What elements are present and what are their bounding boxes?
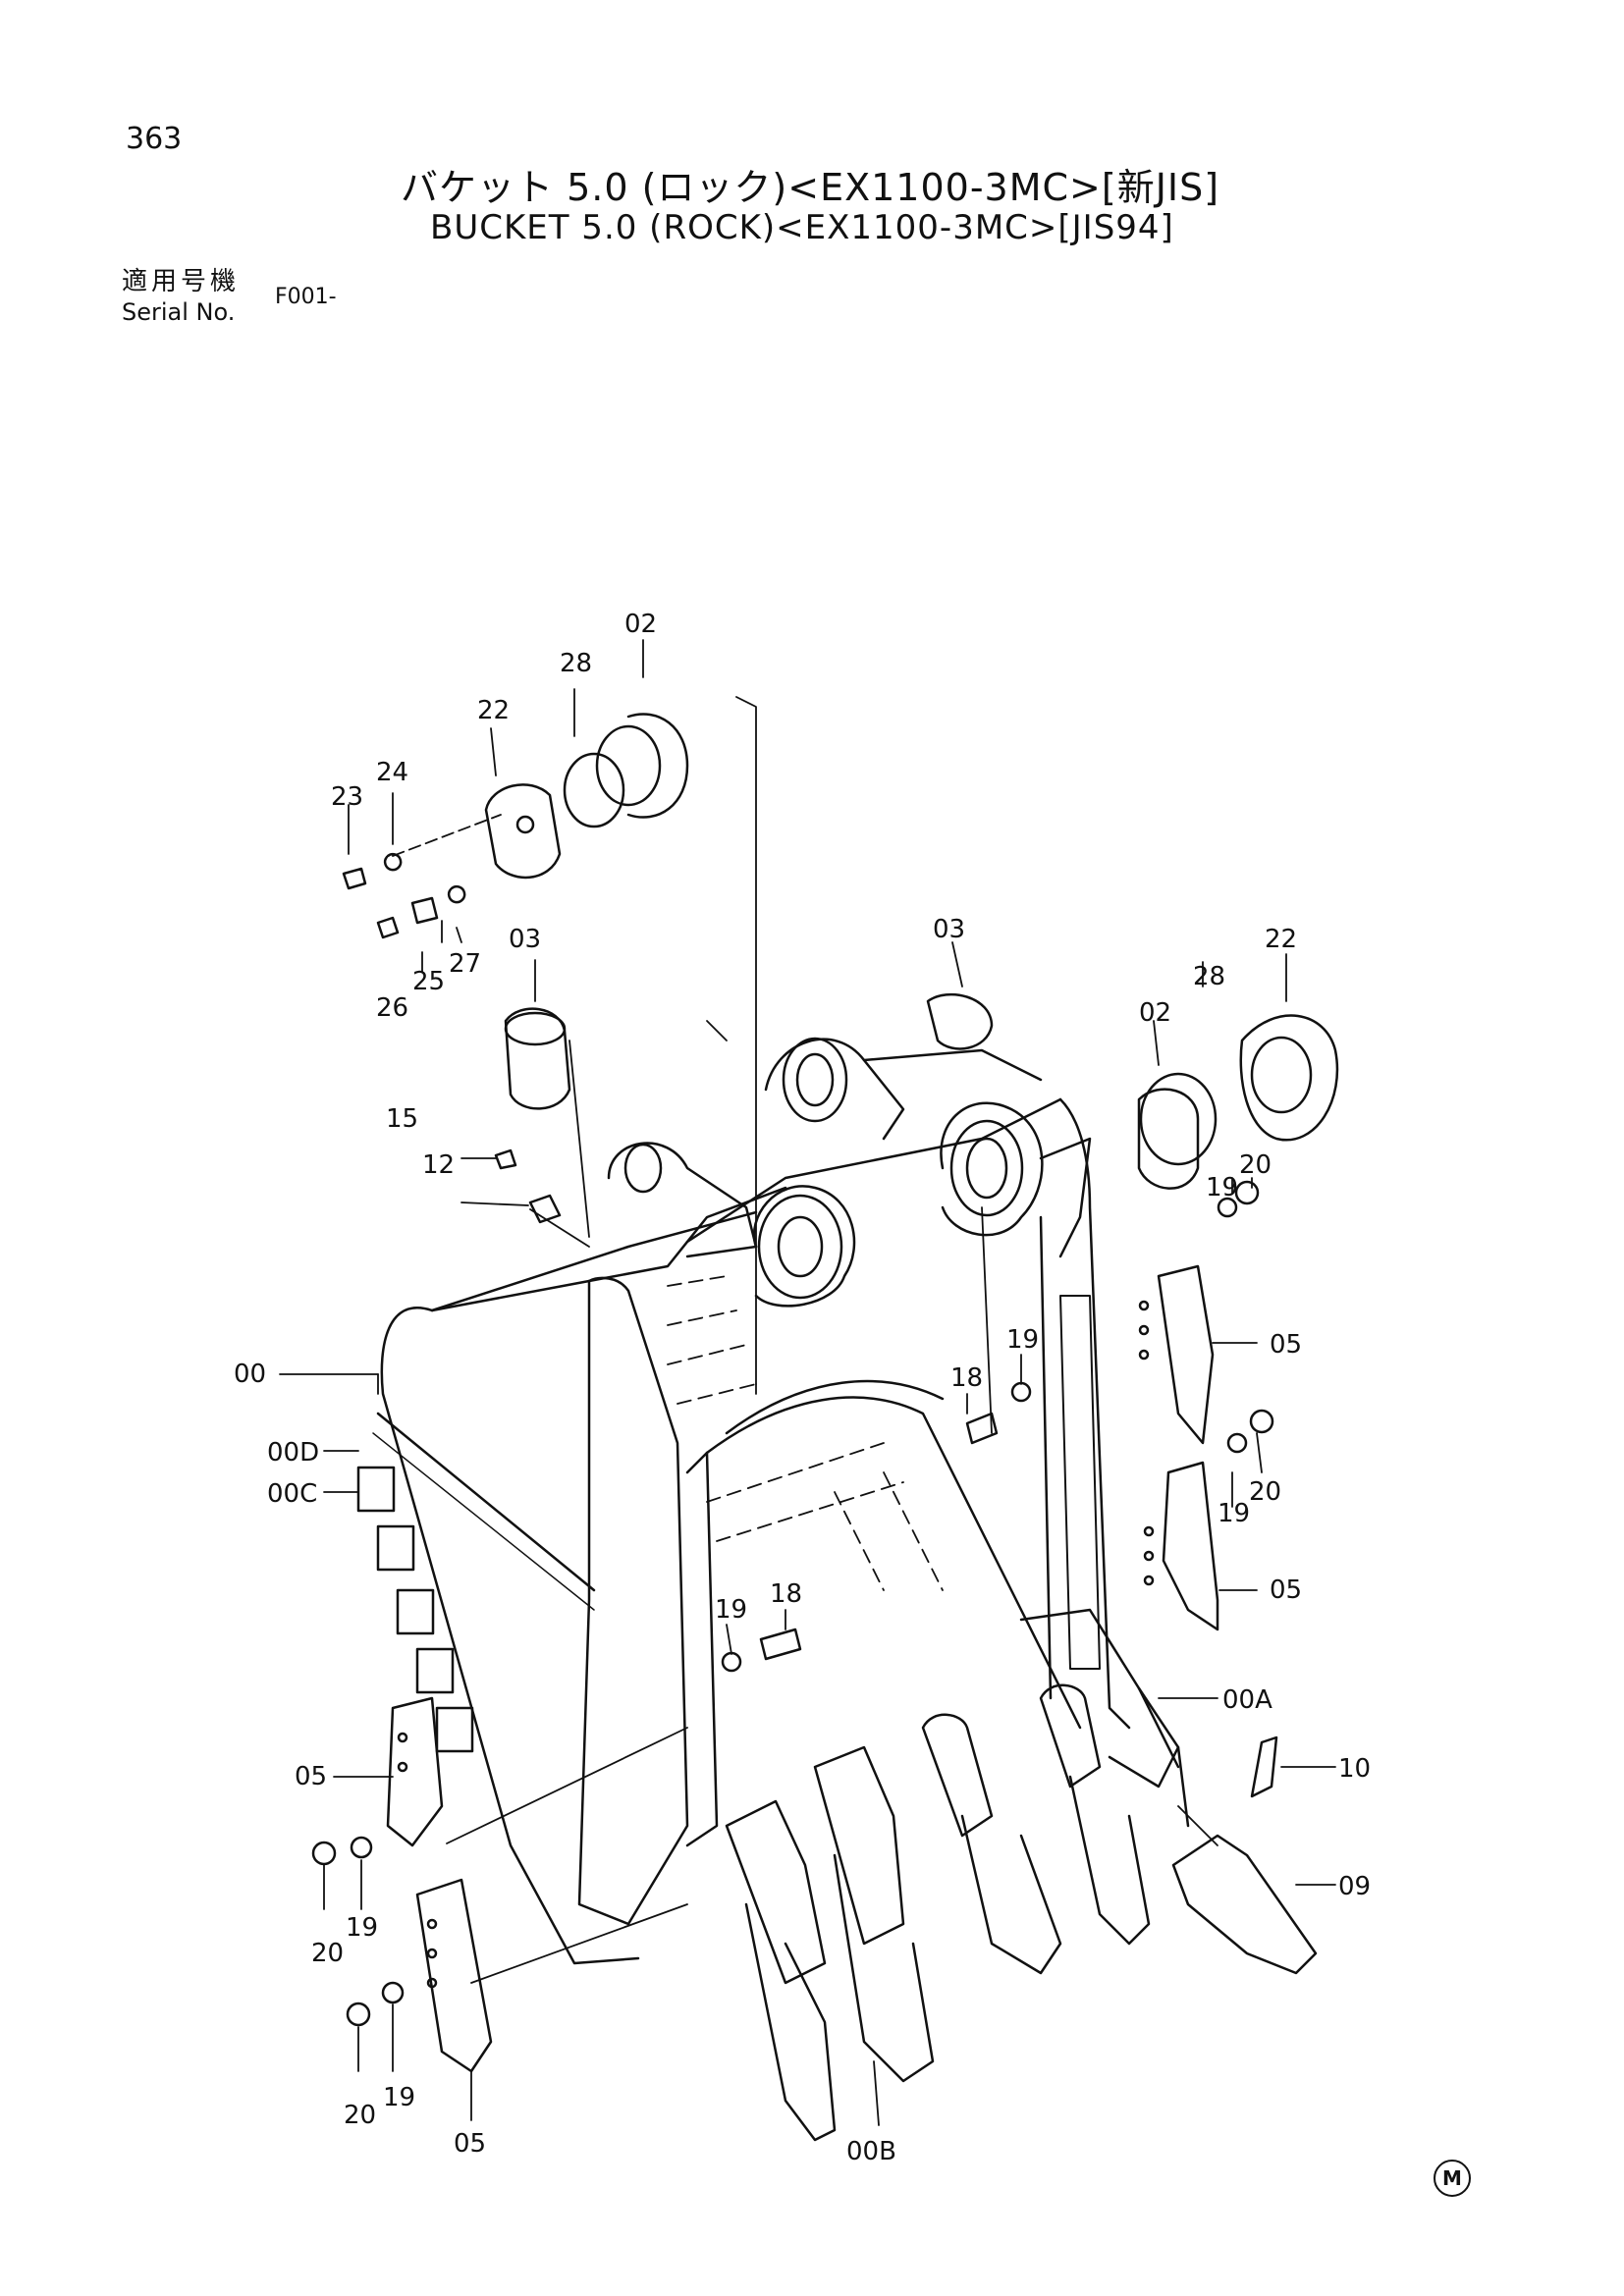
page-number: 363 (126, 122, 183, 156)
title-english: BUCKET 5.0 (ROCK)<EX1100-3MC>[JIS94] (430, 208, 1174, 247)
callout-22: 22 (477, 696, 510, 725)
callout-20: 20 (1249, 1477, 1281, 1507)
serial-value: F001- (275, 285, 337, 309)
callout-02: 02 (1139, 998, 1171, 1028)
callout-28: 28 (560, 649, 592, 678)
callout-24: 24 (376, 758, 408, 787)
bucket-teeth (725, 1608, 1190, 2142)
pins-and-bushings (311, 713, 1339, 2027)
callout-20: 20 (344, 2101, 376, 2130)
callout-19: 19 (1206, 1173, 1238, 1202)
callout-00C: 00C (267, 1479, 317, 1509)
callout-19: 19 (383, 2083, 415, 2112)
callout-19: 19 (1218, 1499, 1250, 1528)
lip-shrouds (356, 1466, 474, 1753)
callout-20: 20 (311, 1939, 344, 1968)
serial-label-english: Serial No. (122, 298, 236, 326)
callout-18: 18 (770, 1579, 802, 1609)
callout-25: 25 (412, 967, 445, 996)
bucket-body (372, 1097, 1131, 1965)
leader-lines (279, 639, 1336, 2126)
callout-05: 05 (1270, 1575, 1302, 1605)
callout-00D: 00D (267, 1438, 319, 1468)
callout-18: 18 (950, 1363, 983, 1393)
callout-05: 05 (1270, 1330, 1302, 1360)
maker-mark-icon: M (1434, 2160, 1471, 2197)
callout-19: 19 (715, 1595, 747, 1625)
callout-27: 27 (449, 949, 481, 979)
callout-labels: 02 28 22 23 24 25 26 27 03 03 22 28 02 1… (234, 610, 1371, 2166)
callout-03: 03 (933, 915, 965, 944)
serial-label-japanese: 適用号機 (122, 267, 241, 296)
boss-brackets (607, 1037, 1092, 1308)
callout-28: 28 (1193, 962, 1225, 991)
callout-00: 00 (234, 1360, 266, 1389)
callout-26: 26 (376, 993, 408, 1023)
callout-22: 22 (1265, 925, 1297, 954)
callout-03: 03 (509, 925, 541, 954)
callout-12: 12 (422, 1150, 455, 1180)
callout-00B: 00B (846, 2137, 896, 2166)
callout-15: 15 (386, 1104, 418, 1134)
callout-19: 19 (346, 1913, 378, 1943)
callout-09: 09 (1338, 1872, 1371, 1901)
callout-02: 02 (624, 610, 657, 639)
callout-19: 19 (1006, 1325, 1039, 1355)
callout-05: 05 (454, 2129, 486, 2159)
callout-05: 05 (295, 1762, 327, 1791)
callout-23: 23 (331, 782, 363, 812)
callout-00A: 00A (1222, 1685, 1272, 1715)
title-japanese: バケット 5.0 (ロック)<EX1100-3MC>[新JIS] (401, 166, 1220, 209)
callout-20: 20 (1239, 1150, 1272, 1180)
side-wear-plates (386, 1264, 1219, 2073)
callout-10: 10 (1338, 1754, 1371, 1784)
